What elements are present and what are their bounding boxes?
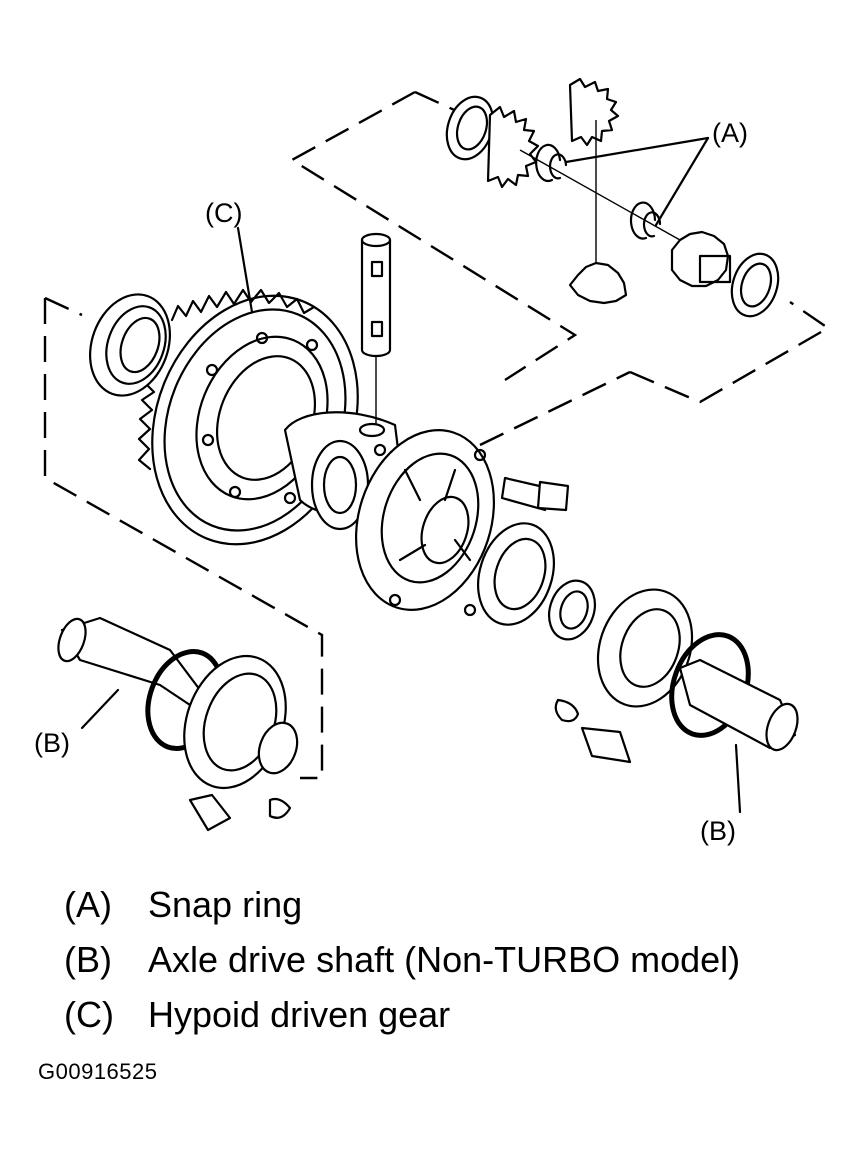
differential-gears-set [445, 77, 780, 318]
legend-key: (A) [64, 884, 112, 925]
callout-axle-right: (B) [700, 816, 736, 846]
legend-key: (B) [64, 939, 112, 980]
right-axle-drive-shaft [554, 588, 799, 764]
left-side-bearing [89, 293, 171, 397]
legend-label: Snap ring [148, 884, 303, 925]
callout-leaders [80, 136, 742, 814]
pinion-shaft [360, 232, 392, 425]
left-axle-drive-shaft [57, 616, 299, 832]
snap-ring-set [535, 143, 662, 240]
legend-label: Hypoid driven gear [148, 994, 451, 1035]
right-side-bearing [477, 522, 596, 641]
legend-key: (C) [64, 994, 114, 1035]
legend-label: Axle drive shaft (Non-TURBO model) [148, 939, 741, 980]
callout-snap-ring: (A) [712, 118, 748, 148]
differential-case [283, 411, 496, 617]
callout-axle-left: (B) [34, 728, 70, 758]
differential-exploded-diagram: .ln { fill: none; stroke: #000; stroke-w… [34, 77, 831, 846]
case-bolt [500, 476, 570, 512]
figure-id: G00916525 [38, 1059, 158, 1084]
callout-driven-gear: (C) [205, 198, 242, 228]
